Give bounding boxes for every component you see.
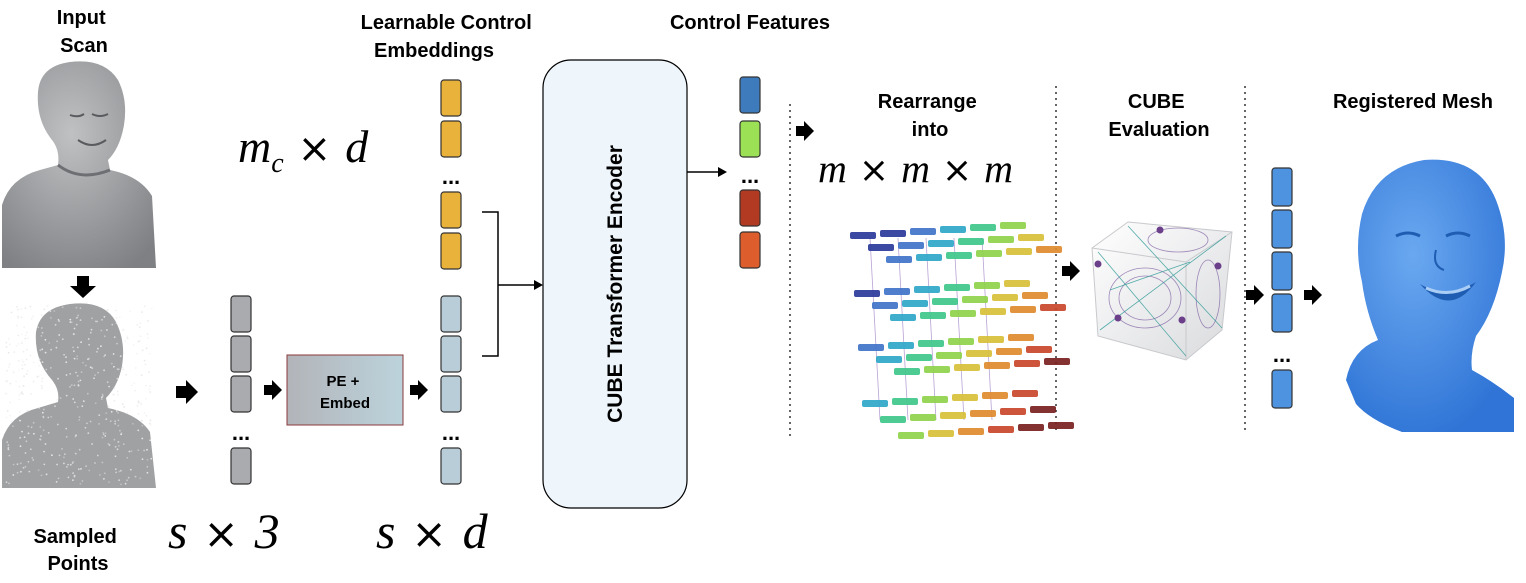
- cube-evaluation-label: CUBE Evaluation: [1108, 91, 1209, 141]
- m-cubed-label: m×m×m: [818, 146, 1013, 191]
- sampled-points-label: Sampled Points: [34, 526, 123, 575]
- point-token-ellipsis: ...: [232, 420, 250, 445]
- control-feature-ellipsis: ...: [741, 163, 759, 188]
- registered-mesh-image: [1346, 159, 1514, 432]
- embedded-point-token-column: [440, 295, 462, 485]
- transformer-encoder-label: CUBE Transformer Encoder: [604, 145, 627, 423]
- point-token-column: [230, 295, 252, 485]
- s-times-3-label: s×3: [168, 503, 280, 559]
- output-token-column: [1271, 167, 1293, 409]
- feature-grid-3d: [850, 222, 1074, 439]
- down-arrow: [70, 276, 96, 298]
- stage-separators: [789, 86, 1246, 438]
- s-times-d-label: s×d: [376, 503, 489, 559]
- mc-times-d-label: mc×d: [238, 121, 369, 179]
- encoder-output-arrowhead: [718, 167, 727, 177]
- sampled-points-image: [2, 303, 156, 488]
- transformer-encoder-box: [542, 59, 688, 509]
- pe-embed-box: [286, 354, 404, 426]
- control-feature-column: [739, 76, 761, 269]
- rearrange-label: Rearrange into: [878, 91, 983, 141]
- learnable-token-ellipsis: ...: [442, 164, 460, 189]
- embedded-token-ellipsis: ...: [442, 420, 460, 445]
- registered-mesh-label: Registered Mesh: [1333, 91, 1493, 113]
- input-scan-label: Input Scan: [57, 7, 111, 57]
- concat-bracket: [482, 211, 536, 357]
- control-features-label: Control Features: [670, 12, 830, 34]
- cube-evaluation-image: [1091, 221, 1233, 361]
- input-scan-image: [2, 61, 156, 269]
- output-token-ellipsis: ...: [1273, 342, 1291, 367]
- learnable-token-column: [440, 79, 462, 270]
- encoder-input-arrowhead: [534, 280, 543, 290]
- pe-embed-label: PE + Embed: [320, 373, 370, 412]
- learnable-embeddings-label: Learnable Control Embeddings: [361, 12, 538, 62]
- flow-arrows: [176, 121, 1322, 404]
